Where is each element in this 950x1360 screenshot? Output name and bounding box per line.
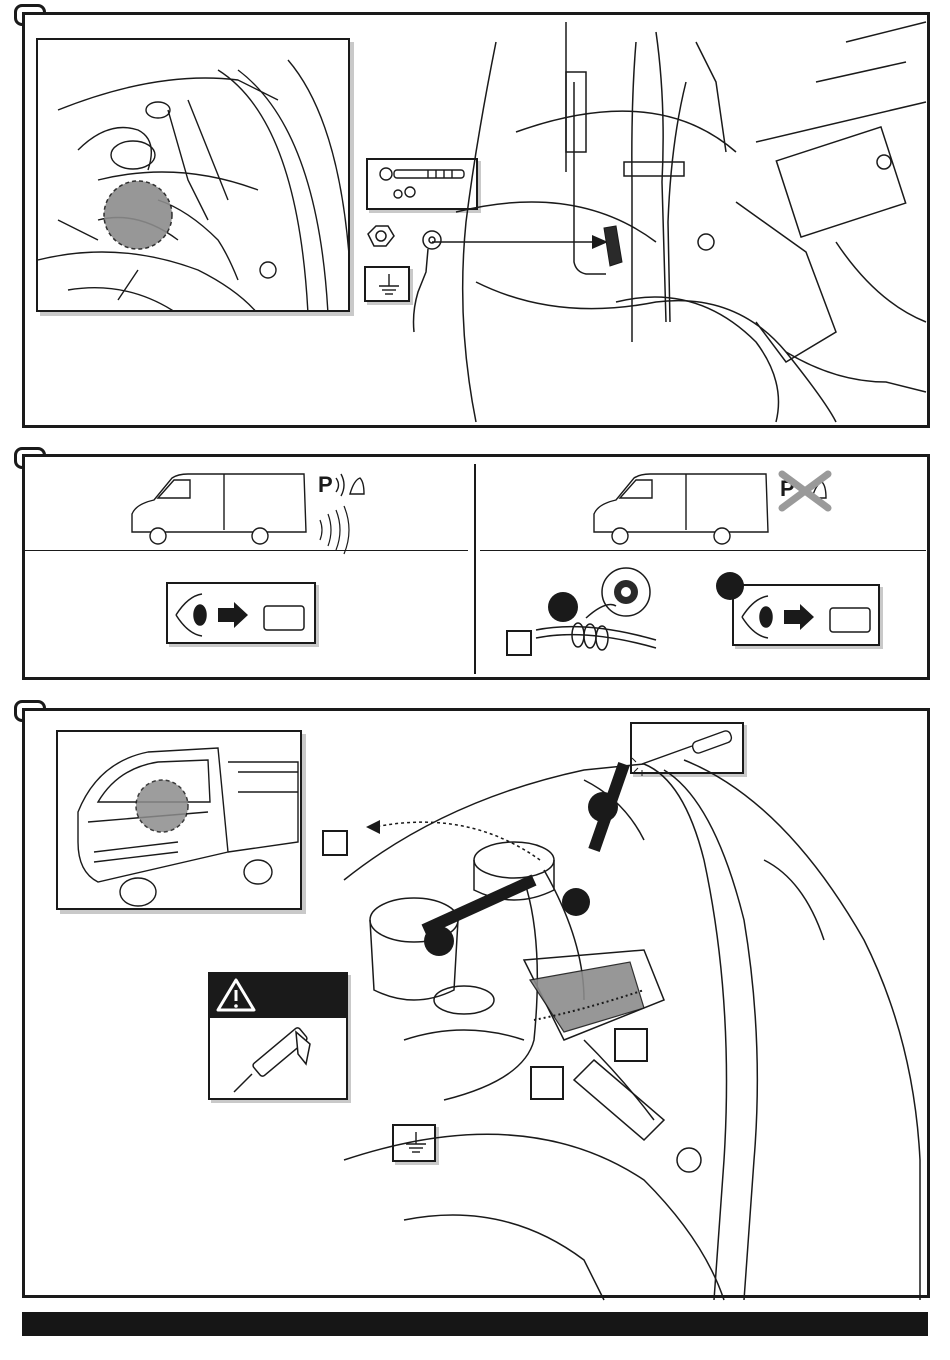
check-box-right [732,584,880,646]
insulating-tape-wrap-drawing [506,580,676,670]
ground-connection-detail-drawing [456,22,926,422]
svg-text:P: P [318,472,333,497]
engine-bay-routing-drawing [344,740,924,1300]
eye-arrow-check-icon [168,584,318,646]
step-3-marker-sealant [424,926,454,956]
parking-sensor-active-icon: P [316,468,376,504]
step-3-marker-routing [562,888,590,916]
van-parking-sensor-inactive-drawing [590,470,790,550]
engine-bay-overview-inset [36,38,350,312]
step-2-divider-left [24,550,468,551]
engine-bay-overview-drawing [38,40,350,312]
parking-sensor-inactive-icon: P [778,470,838,510]
step-3-marker-screwdriver [588,792,618,822]
warning-triangle-icon [218,980,254,1010]
warning-sealant-box [208,972,348,1100]
footer-bar [22,1312,928,1336]
step-2-marker-a [548,592,578,622]
step-2-divider-right [480,550,926,551]
truck-overview-inset [56,730,302,910]
step-2-divider-vertical [474,464,476,674]
truck-overview-drawing [58,732,302,910]
step-2-marker-b [716,572,744,600]
ground-symbol-icon [366,268,412,304]
ground-point-box [364,266,410,302]
warning-sealant-drawing [210,974,346,1098]
sealant-gun-icon [234,1027,310,1092]
step-2-ref-box [506,630,532,656]
check-box-left [166,582,316,644]
eye-arrow-check-icon [734,586,882,648]
